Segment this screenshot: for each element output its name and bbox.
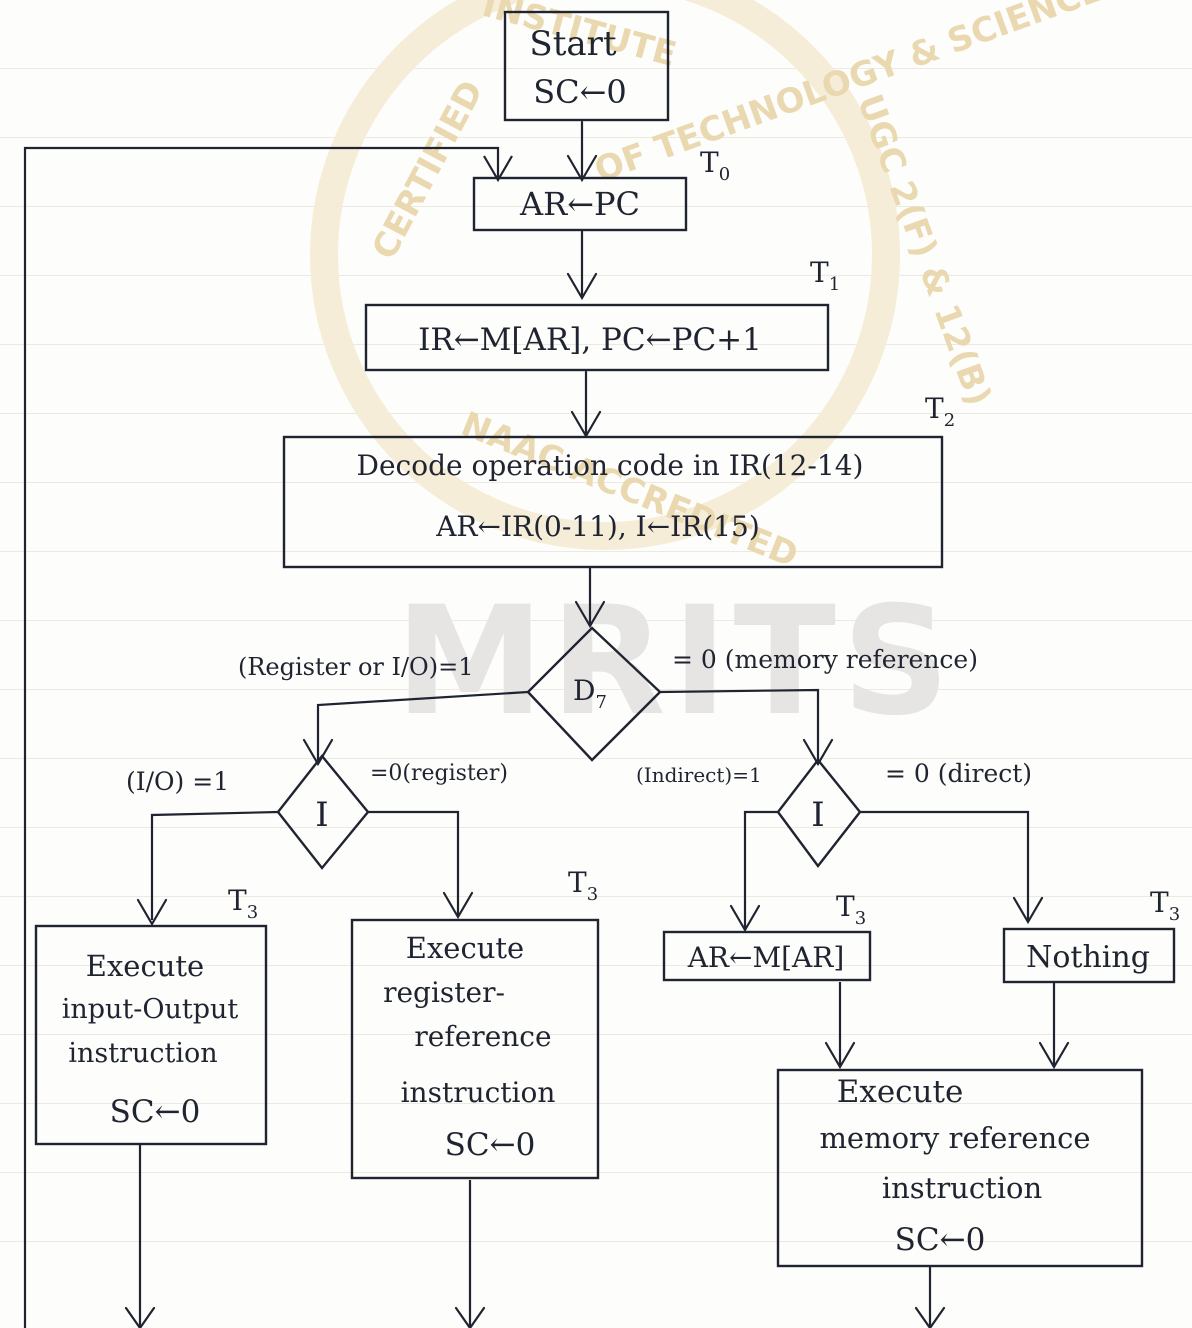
mem-exec-line2: memory reference [819,1121,1090,1155]
ruled-line [0,896,1192,897]
decode-t2-node: Decode operation code in IR(12-14) AR←IR… [282,392,955,569]
timing-t0: T0 [700,146,730,185]
d7-right-label: = 0 (memory reference) [672,645,978,674]
i-left-register-branch [368,810,460,915]
ruled-line [0,689,1192,690]
start-node: Start SC←0 [503,10,670,122]
fetch-t0-label: AR←PC [519,185,640,223]
arrow-start-to-t0 [566,120,598,183]
reg-exec-out-arrowhead [454,1306,486,1328]
start-sc-reset: SC←0 [533,73,627,111]
i-right-diamond [776,758,862,868]
d7-decision: D7 (Register or I/O)=1 = 0 (memory refer… [238,626,978,762]
io-exec-node: Execute input-Output instruction SC←0 T3 [34,884,268,1146]
mem-exec-line3: instruction [882,1171,1042,1205]
io-exec-line1: Execute [86,949,204,983]
mem-exec-out-arrowhead [914,1306,946,1328]
nothing-node: Nothing T3 [1002,886,1180,984]
arrow-t0-to-t1 [566,229,598,301]
indirect-label: AR←M[AR] [687,941,845,974]
i-left-io-branch [150,810,279,920]
ruled-line [0,965,1192,966]
ruled-line [0,827,1192,828]
fetch-t0-box [472,176,688,232]
io-exec-line2: input-Output [62,994,239,1025]
ruled-line [0,758,1192,759]
ruled-line [0,1034,1192,1035]
decode-line1: Decode operation code in IR(12-14) [357,449,864,482]
nothing-box [1002,927,1176,984]
timing-t3-nothing: T3 [1150,886,1180,925]
timing-t3-indirect: T3 [836,890,866,929]
arrow-t2-to-d7 [574,566,606,629]
indirect-box [662,930,872,982]
reg-exec-line2: register- [383,976,505,1009]
mem-exec-box [776,1068,1144,1268]
reg-exec-line1: Execute [406,931,524,965]
i-left-register-arrowhead [442,891,474,920]
mem-exec-line1: Execute [837,1074,964,1110]
fetch-t1-box [364,303,830,372]
decode-t2-box [282,435,944,569]
indirect-out-arrowhead [824,1041,856,1070]
i-right-direct-label: = 0 (direct) [885,759,1032,788]
d7-symbol: D7 [573,674,607,713]
loop-back-line [23,146,513,1328]
d7-diamond [526,626,662,762]
d7-left-arrowhead [302,738,334,767]
start-box [503,10,670,122]
i-right-direct-arrowhead [1012,896,1044,925]
d7-left-branch [316,690,529,760]
i-left-io-label: (I/O) =1 [126,767,229,796]
fetch-t1-node: IR←M[AR], PC←PC+1 T1 [364,256,840,372]
ruled-line [0,551,1192,552]
reg-exec-node: Execute register- reference instruction … [350,866,600,1180]
d7-left-label: (Register or I/O)=1 [238,653,473,681]
ruled-line [0,1241,1192,1242]
timing-t1: T1 [810,256,840,295]
i-left-decision: I (I/O) =1 =0(register) [126,754,508,870]
ruled-line [0,1172,1192,1173]
reg-exec-box [350,918,600,1180]
d7-right-branch [659,688,820,764]
i-right-indirect-branch [743,810,778,928]
timing-t3-io: T3 [228,884,258,923]
io-exec-sc-reset: SC←0 [110,1094,201,1130]
io-exec-line3: instruction [68,1038,217,1069]
watermark-logo-text: MRITS [395,575,956,749]
timing-t2: T2 [925,392,955,431]
i-right-direct-branch [860,810,1030,920]
reg-exec-line3: reference [414,1020,551,1053]
nothing-out-arrowhead [1038,1041,1070,1070]
ruled-line [0,620,1192,621]
decode-line2: AR←IR(0-11), I←IR(15) [435,510,760,543]
mem-exec-sc-reset: SC←0 [895,1222,986,1258]
i-right-indirect-arrowhead [729,904,761,933]
fetch-t0-node: AR←PC T0 [472,146,730,232]
d7-right-arrowhead [802,738,834,767]
arrow-t1-to-t2 [570,370,602,439]
reg-exec-line4: instruction [401,1076,556,1109]
fetch-t1-label: IR←M[AR], PC←PC+1 [418,322,762,358]
start-label: Start [529,24,616,64]
mem-exec-node: Execute memory reference instruction SC←… [776,1068,1144,1268]
timing-t3-reg: T3 [568,866,598,905]
i-right-symbol: I [811,795,824,835]
i-left-io-arrowhead [136,898,168,927]
i-left-symbol: I [315,795,328,835]
i-left-register-label: =0(register) [370,761,508,786]
nothing-label: Nothing [1026,940,1150,975]
i-right-decision: I (Indirect)=1 = 0 (direct) [636,758,1032,868]
reg-exec-sc-reset: SC←0 [445,1127,536,1163]
i-left-diamond [276,754,370,870]
io-exec-out-arrowhead [124,1306,156,1328]
i-right-indirect-label: (Indirect)=1 [636,763,762,787]
io-exec-box [34,924,268,1146]
indirect-node: AR←M[AR] T3 [662,890,872,982]
ruled-line [0,1103,1192,1104]
